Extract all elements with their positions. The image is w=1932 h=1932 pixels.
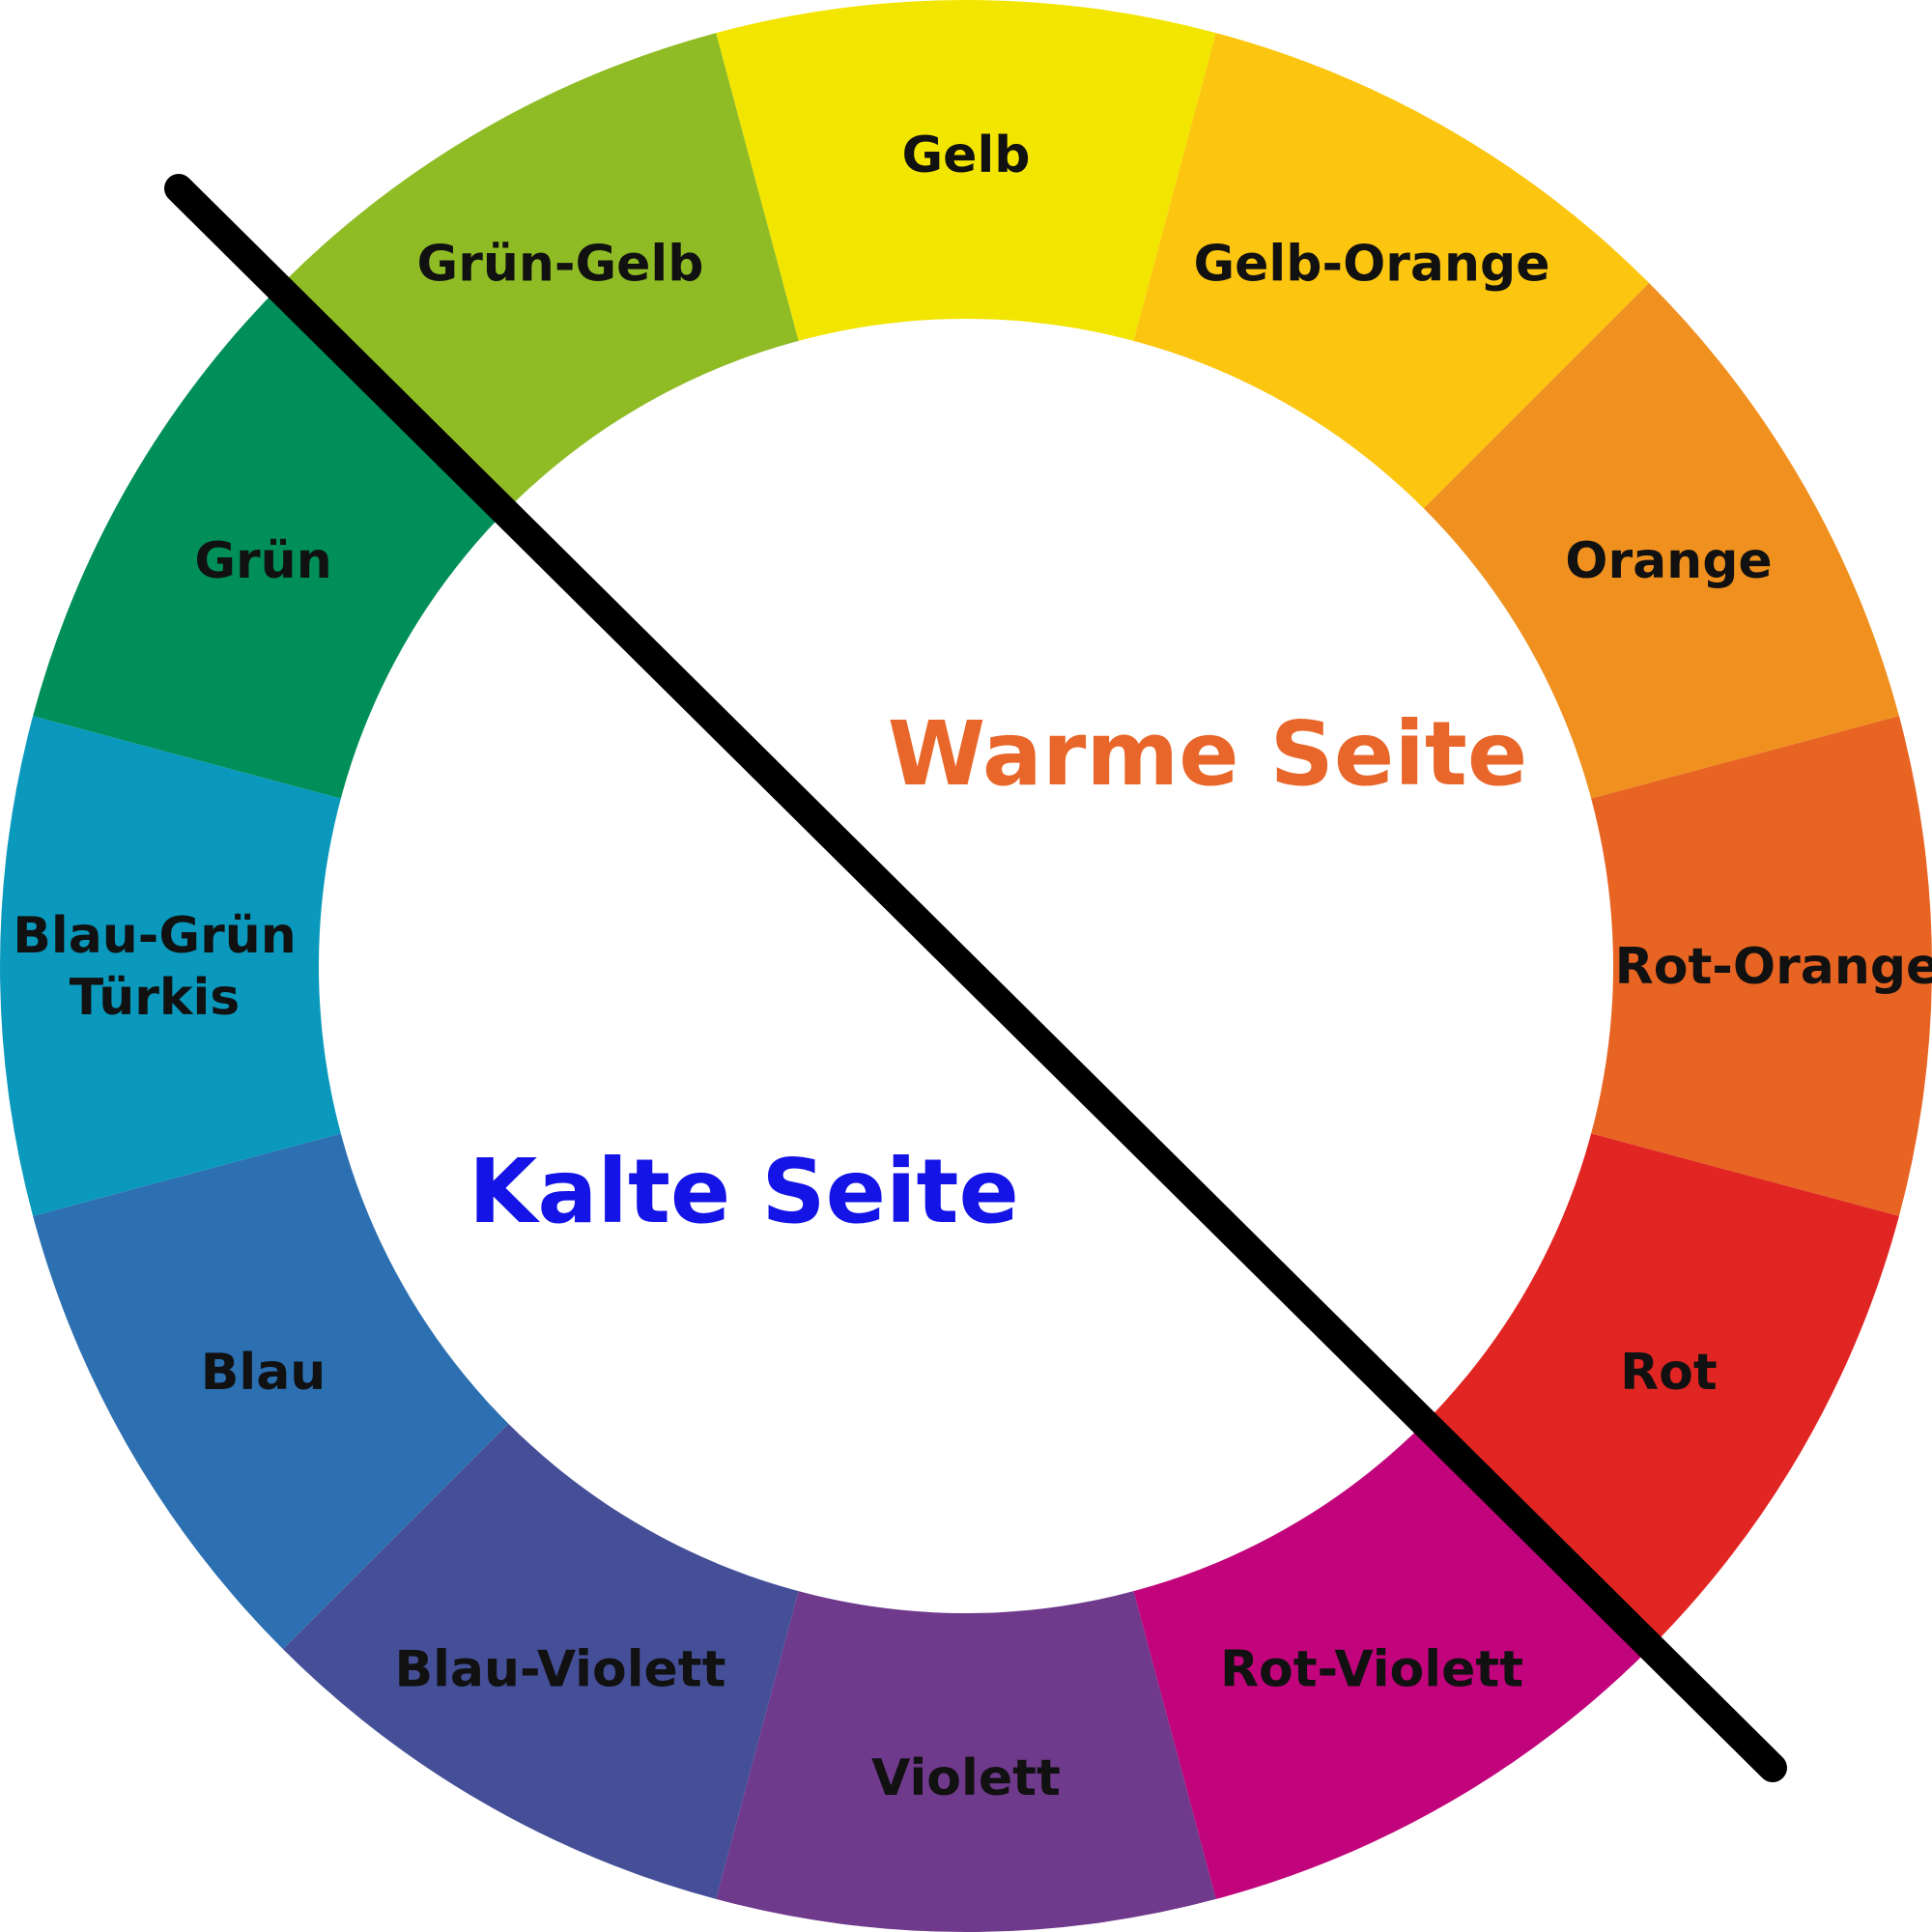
segment-label: Blau bbox=[201, 1344, 327, 1402]
segment-label: Orange bbox=[1565, 532, 1772, 590]
segment-label: Grün-Gelb bbox=[417, 236, 704, 294]
segment-label: Gelb-Orange bbox=[1193, 236, 1549, 294]
segment-label: Grün bbox=[194, 532, 331, 590]
warm-side-label: Warme Seite bbox=[888, 702, 1528, 806]
segment-label: Blau-Violett bbox=[394, 1640, 725, 1698]
segment-label: Rot-Violett bbox=[1220, 1640, 1523, 1698]
segment-labels: GelbGelb-OrangeOrangeRot-OrangeRotRot-Vi… bbox=[13, 127, 1932, 1807]
cold-side-label: Kalte Seite bbox=[469, 1140, 1019, 1243]
segment-label: Rot bbox=[1620, 1344, 1718, 1402]
segment-label: Rot-Orange bbox=[1615, 938, 1932, 996]
segment-label: Violett bbox=[871, 1749, 1061, 1807]
segment-label: Gelb bbox=[902, 127, 1031, 185]
warm-cold-divider-line bbox=[164, 174, 1787, 1782]
